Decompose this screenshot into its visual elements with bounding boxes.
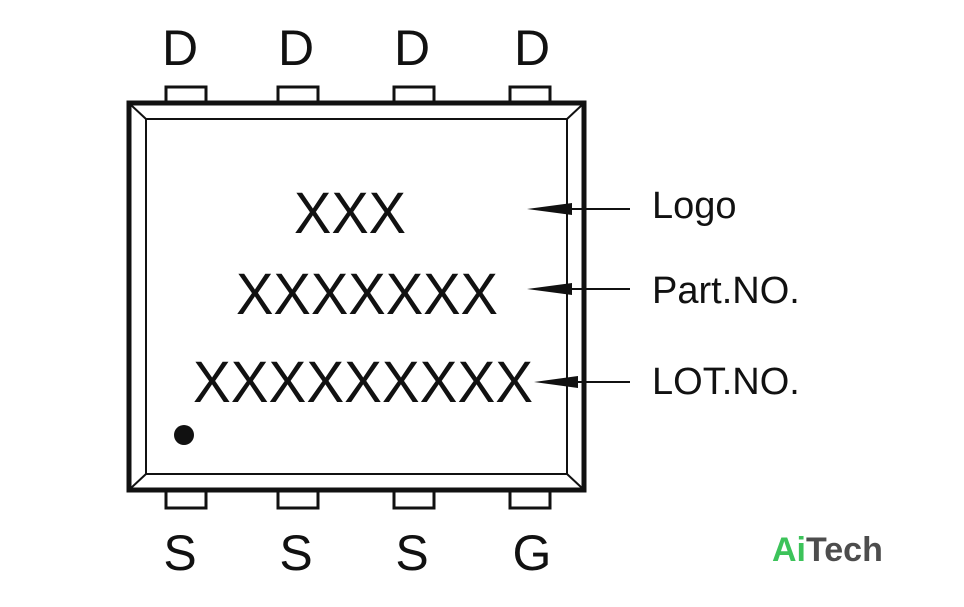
arrow-head-icon [527, 203, 572, 215]
bottom-pin-label: S [395, 525, 428, 581]
brand-suffix: Tech [806, 531, 883, 569]
marking-logo: XXX [294, 181, 406, 246]
arrow-head-icon [527, 283, 572, 295]
marking-lot-no: XXXXXXXXX [193, 350, 533, 415]
callout-part-no: Part.NO. [652, 270, 800, 312]
arrow-head-icon [534, 376, 578, 388]
package-inner-outline [145, 118, 568, 475]
bevel-line [130, 473, 147, 489]
bevel-line [566, 473, 583, 489]
bottom-pin-3 [392, 488, 436, 510]
top-pin-label: D [162, 20, 198, 76]
bevel-line [566, 104, 583, 120]
bottom-pin-label: G [513, 525, 552, 581]
marking-part-no: XXXXXXX [236, 262, 498, 327]
bottom-pin-4 [508, 488, 552, 510]
top-pin-label: D [514, 20, 550, 76]
brand-logo: AiTech [772, 531, 883, 569]
bottom-pin-label: S [279, 525, 312, 581]
bottom-pin-1 [164, 488, 208, 510]
package-body [126, 100, 587, 493]
top-pin-label: D [278, 20, 314, 76]
bottom-pin-label: S [163, 525, 196, 581]
callout-logo: Logo [652, 185, 737, 227]
bottom-pin-2 [276, 488, 320, 510]
callout-lot-no: LOT.NO. [652, 361, 800, 403]
pin1-dot [174, 425, 194, 445]
top-pin-label: D [394, 20, 430, 76]
brand-prefix: Ai [772, 531, 806, 569]
bevel-line [130, 104, 147, 120]
